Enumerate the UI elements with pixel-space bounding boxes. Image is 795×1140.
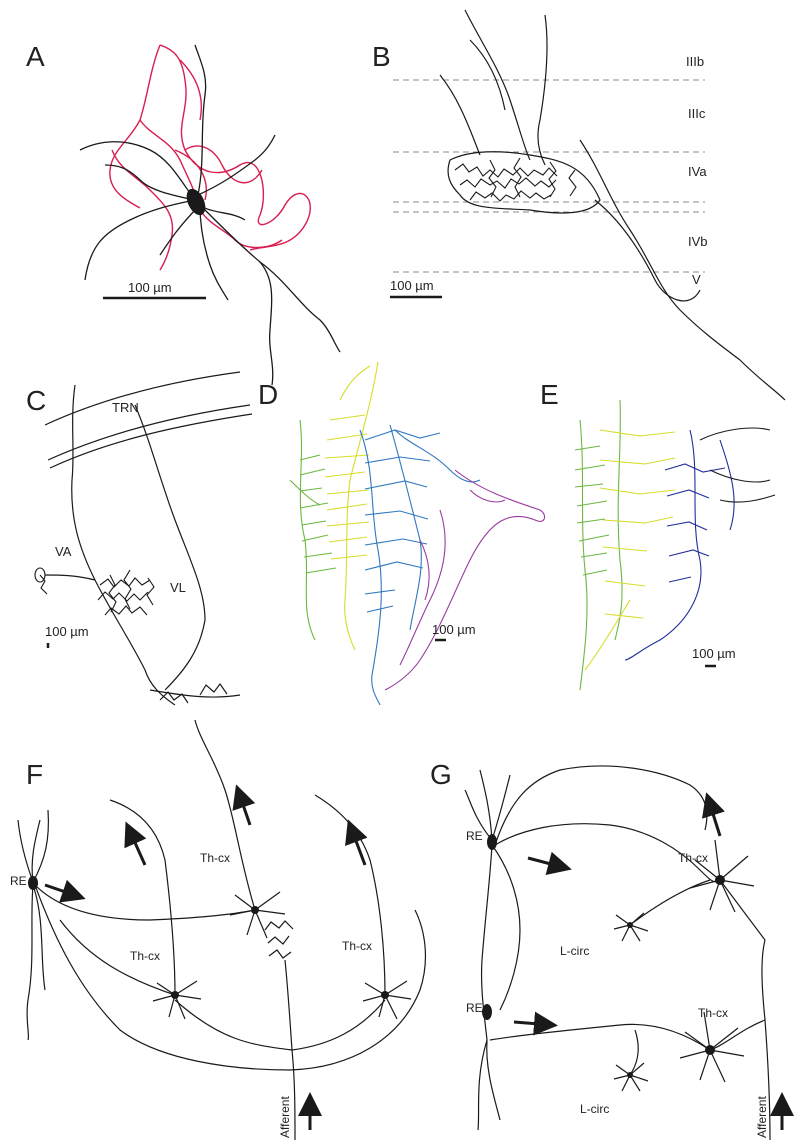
- panel-d-blue-axon: [360, 425, 480, 705]
- panel-g-lcirc-soma-2: [627, 1072, 633, 1078]
- panel-f-thcx-soma-2: [171, 991, 179, 999]
- panel-a-black-dendrites: [80, 45, 340, 385]
- panel-d-yellow-axon: [325, 362, 378, 650]
- panel-b-letter: B: [372, 41, 391, 72]
- panel-g-re-label-2: RE: [466, 1001, 483, 1015]
- panel-d: D 100 µm: [258, 362, 545, 705]
- panel-f-thcx-soma-1: [251, 906, 259, 914]
- panel-c-axon: [45, 385, 240, 705]
- panel-c-trn-borders: [45, 372, 252, 468]
- panel-f-circuit: [18, 720, 425, 1140]
- panel-b-neuron: [440, 10, 785, 400]
- panel-g-thcx-soma-1: [715, 875, 725, 885]
- panel-g-arrows: [514, 798, 782, 1130]
- panel-g-re-soma-2: [482, 1004, 492, 1020]
- panel-a-letter: A: [26, 41, 45, 72]
- panel-c: C TRN VA VL 100 µm: [26, 372, 252, 705]
- panel-a: A 100 µm: [26, 41, 340, 385]
- panel-c-trn-label: TRN: [112, 400, 139, 415]
- panel-g-lcirc-label-1: L-circ: [560, 944, 589, 958]
- panel-g-re-soma-1: [487, 834, 497, 850]
- panel-d-green-axon: [290, 420, 336, 640]
- panel-f-thcx-label-1: Th-cx: [200, 851, 230, 865]
- panel-g-lcirc-label-2: L-circ: [580, 1102, 609, 1116]
- panel-e-scale-label: 100 µm: [692, 646, 736, 661]
- panel-e-letter: E: [540, 379, 559, 410]
- panel-c-letter: C: [26, 385, 46, 416]
- panel-b: B IIIb IIIc IVa IVb V: [372, 10, 785, 400]
- panel-b-layer-lines: [393, 80, 705, 272]
- panel-f-afferent-label: Afferent: [278, 1096, 292, 1138]
- panel-e-navy-axon: [625, 430, 734, 660]
- panel-f-thcx-label-3: Th-cx: [342, 939, 372, 953]
- panel-g: G: [430, 759, 782, 1140]
- panel-f-re-label: RE: [10, 874, 27, 888]
- panel-d-scale-label: 100 µm: [432, 622, 476, 637]
- panel-f-letter: F: [26, 759, 43, 790]
- panel-e-black-axon: [700, 428, 775, 502]
- panel-b-scale-label: 100 µm: [390, 278, 434, 293]
- panel-f: F: [10, 720, 425, 1140]
- panel-g-afferent-label: Afferent: [755, 1096, 769, 1138]
- panel-g-thcx-label-2: Th-cx: [698, 1006, 728, 1020]
- panel-g-thcx-soma-2: [705, 1045, 715, 1055]
- panel-b-layer-ivb: IVb: [688, 234, 708, 249]
- panel-b-layer-iva: IVa: [688, 164, 707, 179]
- panel-c-scale-label: 100 µm: [45, 624, 89, 639]
- panel-c-vl-label: VL: [170, 580, 186, 595]
- panel-b-layer-iiib: IIIb: [686, 54, 704, 69]
- panel-a-scale-label: 100 µm: [128, 280, 172, 295]
- panel-d-purple-axon: [385, 470, 545, 690]
- panel-b-layer-iiic: IIIc: [688, 106, 706, 121]
- panel-f-thcx-label-2: Th-cx: [130, 949, 160, 963]
- panel-f-arrows: [45, 790, 365, 1130]
- panel-g-re-label-1: RE: [466, 829, 483, 843]
- panel-b-layer-v: V: [692, 272, 701, 287]
- panel-a-red-axon: [110, 45, 310, 270]
- panel-c-va-label: VA: [55, 544, 72, 559]
- panel-d-letter: D: [258, 379, 278, 410]
- panel-b-arbor: [455, 158, 576, 201]
- panel-e-green-axon: [575, 400, 622, 690]
- panel-g-circuit: [465, 766, 770, 1140]
- panel-g-letter: G: [430, 759, 452, 790]
- panel-f-re-soma: [28, 876, 38, 890]
- panel-e: E 100 µm: [540, 379, 775, 690]
- panel-f-thcx-soma-3: [381, 991, 389, 999]
- panel-g-thcx-label-1: Th-cx: [678, 851, 708, 865]
- panel-g-lcirc-soma-1: [627, 922, 633, 928]
